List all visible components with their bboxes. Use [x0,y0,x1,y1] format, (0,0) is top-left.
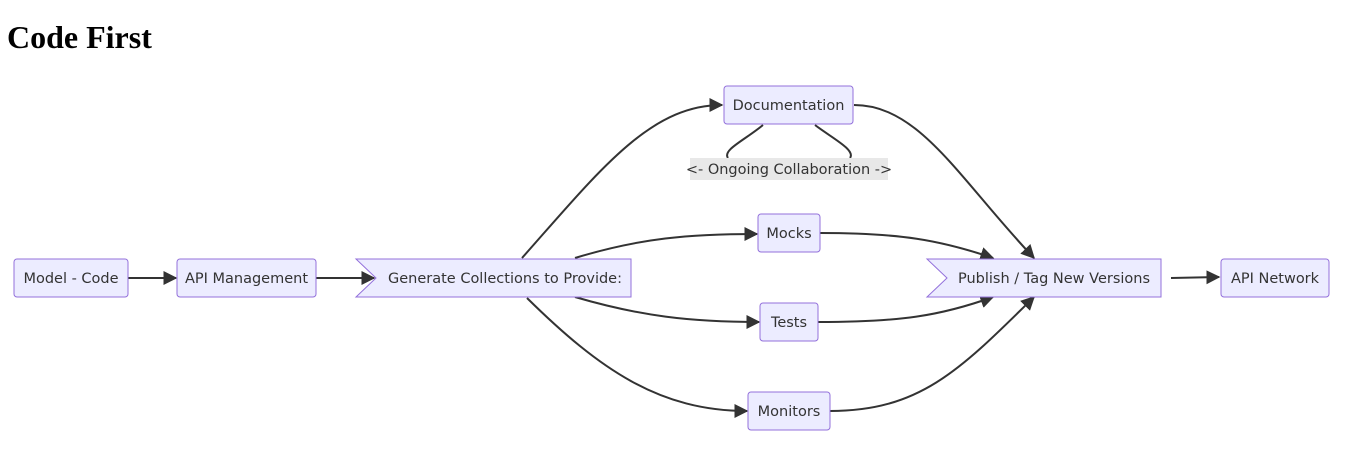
node-tests[interactable]: Tests [759,302,819,342]
edge-documentation-self-loop [726,124,852,159]
node-model-code[interactable]: Model - Code [13,258,129,298]
collaboration-label: <- Ongoing Collaboration -> [686,158,892,180]
edge-publish-to-api-network [1170,270,1221,285]
edge-tests-to-publish [817,294,995,323]
node-api-network[interactable]: API Network [1220,258,1330,298]
edge-generate-to-tests [574,296,761,329]
edge-generate-to-documentation [521,98,724,259]
node-documentation[interactable]: Documentation [723,85,854,125]
node-api-management[interactable]: API Management [176,258,317,298]
diagram-title: Code First [7,19,152,55]
node-monitors-label: Monitors [758,404,821,420]
collaboration-label-text: <- Ongoing Collaboration -> [686,162,892,178]
node-generate-collections-label: Generate Collections to Provide: [388,271,622,287]
node-publish-label: Publish / Tag New Versions [958,271,1150,287]
node-model-code-label: Model - Code [23,271,118,287]
node-publish[interactable]: Publish / Tag New Versions [925,258,1162,298]
edge-monitors-to-publish [829,296,1035,412]
node-mocks-label: Mocks [766,226,811,242]
edge-generate-to-mocks [574,227,759,259]
edge-generate-to-monitors [526,297,749,418]
edges [128,98,1221,418]
node-documentation-label: Documentation [733,98,845,114]
node-generate-collections[interactable]: Generate Collections to Provide: [354,258,632,298]
node-api-network-label: API Network [1231,271,1320,287]
node-monitors[interactable]: Monitors [747,391,831,431]
edge-documentation-to-publish [853,104,1035,260]
edge-mocks-to-publish [819,232,995,261]
node-tests-label: Tests [770,315,807,331]
node-api-management-label: API Management [185,271,308,287]
node-mocks[interactable]: Mocks [757,213,821,253]
